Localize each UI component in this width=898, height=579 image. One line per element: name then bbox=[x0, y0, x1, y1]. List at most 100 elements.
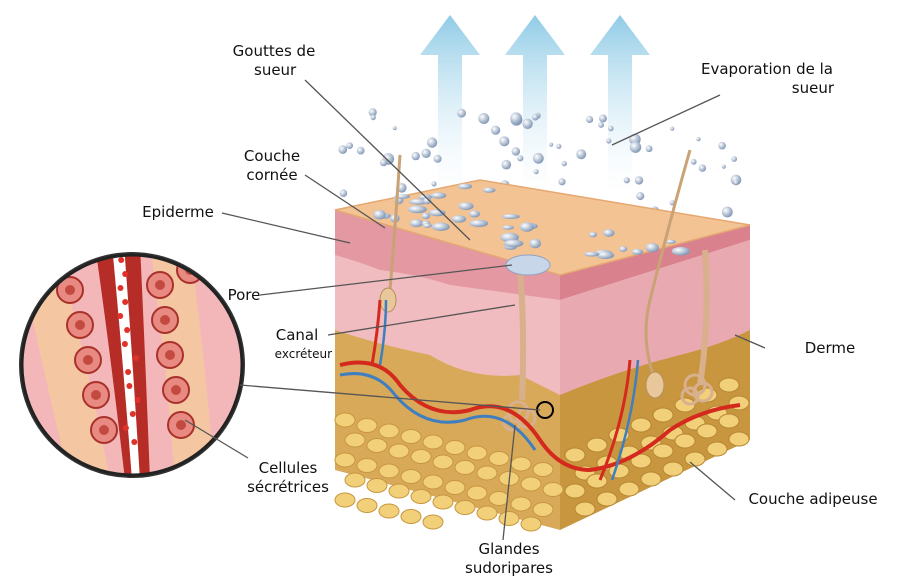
cell-nucleus bbox=[160, 315, 170, 325]
label-line: Canal bbox=[240, 326, 340, 345]
label-derme: Derme bbox=[790, 339, 870, 358]
sweat-droplet bbox=[533, 153, 544, 164]
label-line: sueur bbox=[214, 61, 334, 80]
fat-cell bbox=[729, 432, 749, 446]
label-couche-cornee: Couche cornée bbox=[222, 147, 322, 185]
sweat-droplet bbox=[491, 126, 500, 135]
leader-epiderme bbox=[222, 213, 350, 243]
cell-nucleus bbox=[91, 390, 101, 400]
surface-droplet bbox=[520, 222, 534, 232]
hair-follicle bbox=[646, 372, 664, 398]
fat-cell bbox=[489, 452, 509, 466]
fat-cell bbox=[379, 504, 399, 518]
sweat-droplet bbox=[731, 156, 737, 162]
sweat-droplet bbox=[339, 145, 348, 154]
fat-cell bbox=[367, 479, 387, 493]
fat-cell bbox=[719, 378, 739, 392]
fat-cell bbox=[533, 503, 553, 517]
surface-droplet bbox=[373, 210, 386, 220]
sweat-droplet bbox=[722, 165, 726, 169]
fat-cell bbox=[587, 474, 607, 488]
surface-droplet bbox=[452, 215, 467, 222]
sweat-droplet bbox=[624, 177, 630, 183]
label-line: cornée bbox=[222, 166, 322, 185]
evaporation-arrows bbox=[420, 15, 650, 195]
label-line: Evaporation de la bbox=[672, 60, 862, 79]
sweat-droplet bbox=[412, 152, 420, 160]
cell-nucleus bbox=[83, 355, 93, 365]
secretion-droplet bbox=[118, 285, 124, 291]
sweat-droplet bbox=[722, 207, 733, 218]
sweat-droplet bbox=[517, 155, 523, 161]
fat-cell bbox=[357, 419, 377, 433]
label-couche-adipeuse: Couche adipeuse bbox=[733, 490, 893, 509]
fat-cell bbox=[521, 477, 541, 491]
surface-droplet bbox=[529, 239, 541, 248]
fat-cell bbox=[511, 497, 531, 511]
sweat-droplet bbox=[512, 147, 520, 155]
label-cellules-secretrices: Cellules sécrétrices bbox=[228, 459, 348, 497]
label-line: sudoripares bbox=[449, 559, 569, 578]
sweat-droplet bbox=[699, 164, 706, 171]
fat-cell bbox=[663, 462, 683, 476]
surface-droplet bbox=[672, 247, 690, 256]
fat-cell bbox=[707, 442, 727, 456]
secretion-droplet bbox=[122, 299, 128, 305]
fat-cell bbox=[489, 492, 509, 506]
sweat-droplet bbox=[346, 142, 353, 149]
secretion-droplet bbox=[123, 425, 129, 431]
fat-cell bbox=[433, 495, 453, 509]
fat-cell bbox=[697, 424, 717, 438]
skin-block bbox=[335, 150, 750, 531]
sweat-droplet bbox=[635, 176, 643, 184]
fat-cell bbox=[423, 475, 443, 489]
cell-nucleus bbox=[65, 285, 75, 295]
surface-droplet bbox=[408, 206, 427, 214]
secretion-droplet bbox=[135, 397, 141, 403]
sweat-droplet bbox=[599, 114, 607, 122]
secretion-droplet bbox=[125, 369, 131, 375]
surface-droplet bbox=[423, 223, 432, 228]
surface-droplet bbox=[619, 246, 627, 252]
fat-cell bbox=[575, 502, 595, 516]
secretion-droplet bbox=[124, 327, 130, 333]
fat-cell bbox=[467, 486, 487, 500]
fat-cell bbox=[411, 450, 431, 464]
label-glandes-sudoripares: Glandes sudoripares bbox=[449, 540, 569, 578]
cell-nucleus bbox=[75, 320, 85, 330]
sweat-droplet bbox=[696, 137, 700, 141]
label-evaporation: Evaporation de la sueur bbox=[672, 60, 862, 98]
sweat-droplet bbox=[606, 138, 611, 143]
secretion-droplet bbox=[126, 383, 132, 389]
label-gouttes-de-sueur: Gouttes de sueur bbox=[214, 42, 334, 80]
surface-droplet bbox=[422, 213, 431, 219]
sweat-droplet bbox=[598, 122, 604, 128]
fat-cell bbox=[499, 512, 519, 526]
fat-cell bbox=[455, 461, 475, 475]
label-epiderme: Epiderme bbox=[128, 203, 228, 222]
fat-cell bbox=[521, 517, 541, 531]
sweat-droplet bbox=[562, 161, 567, 166]
surface-droplet bbox=[603, 229, 614, 237]
fat-cell bbox=[467, 446, 487, 460]
zoom-circle bbox=[20, 245, 244, 480]
cell-nucleus bbox=[155, 280, 165, 290]
fat-cell bbox=[565, 448, 585, 462]
label-line: Gouttes de bbox=[214, 42, 334, 61]
fat-cell bbox=[389, 484, 409, 498]
fat-cell bbox=[401, 430, 421, 444]
surface-droplet bbox=[584, 252, 599, 257]
surface-droplet bbox=[504, 240, 524, 248]
sweat-droplet bbox=[576, 149, 586, 159]
cell-nucleus bbox=[165, 350, 175, 360]
sweat-droplet bbox=[532, 114, 539, 121]
fat-cell bbox=[357, 459, 377, 473]
cell-nucleus bbox=[176, 420, 186, 430]
sweat-droplet bbox=[558, 178, 565, 185]
sweat-droplet bbox=[586, 116, 593, 123]
surface-droplet bbox=[410, 219, 423, 227]
sweat-droplet bbox=[502, 160, 512, 170]
fat-cell bbox=[675, 434, 695, 448]
fat-cell bbox=[401, 510, 421, 524]
fat-cell bbox=[389, 444, 409, 458]
